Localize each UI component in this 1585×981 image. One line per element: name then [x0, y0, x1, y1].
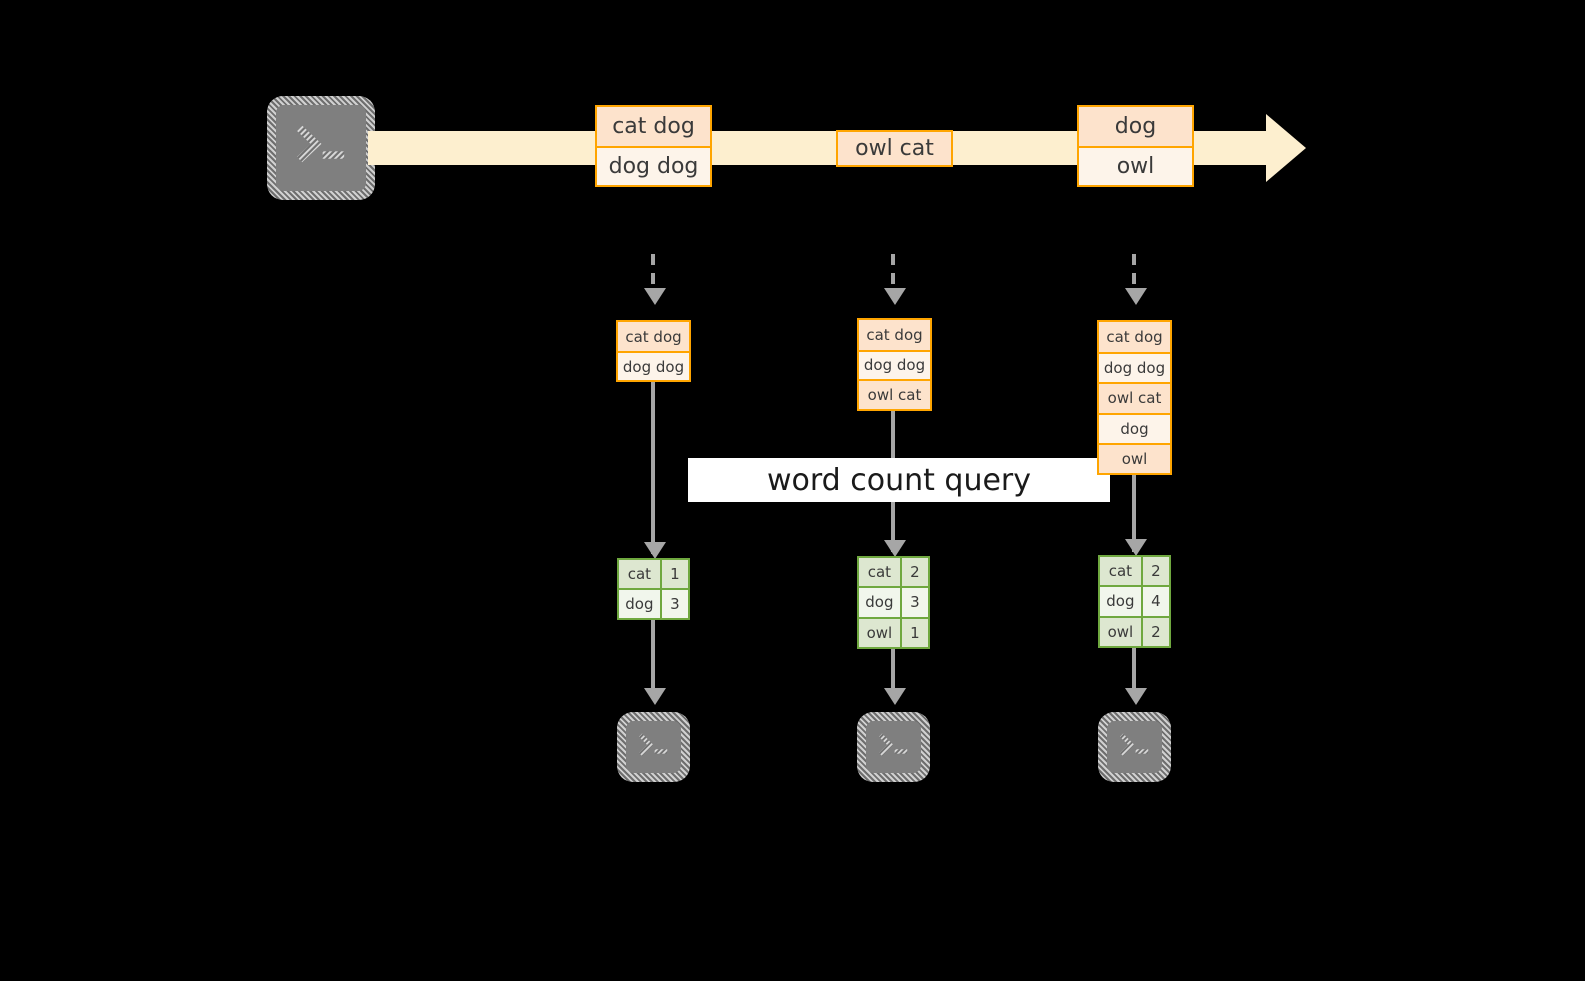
stage-1-result-row-2-word: dog [619, 590, 662, 618]
stage-3-output-line [1132, 648, 1136, 692]
dashed-connector-3 [1132, 254, 1136, 290]
stage-3-result-row-1-word: cat [1100, 557, 1143, 586]
stage-3-result-row-3: owl 2 [1100, 615, 1169, 646]
stage-3-consumer-terminal-icon [1098, 712, 1171, 782]
stage-2-input-line-3: owl cat [859, 379, 930, 409]
stage-3-input-line-5: owl [1099, 442, 1170, 473]
stage-2-input-line-2: dog dog [859, 349, 930, 380]
stage-2-query-arrowhead [884, 540, 906, 557]
stage-1-input-box: cat dog dog dog [616, 320, 691, 382]
dashed-connector-3-arrowhead [1125, 288, 1147, 305]
dashed-connector-1 [651, 254, 655, 290]
stage-2-result-row-2: dog 3 [859, 586, 928, 617]
query-band [688, 458, 1110, 502]
stage-1-output-arrowhead [644, 688, 666, 705]
event-stream-arrowhead [1266, 114, 1306, 182]
stream-message-1-line-2: dog dog [597, 146, 710, 185]
stage-1-result-row-1-word: cat [619, 560, 662, 588]
stage-2-result-row-2-count: 3 [901, 588, 928, 617]
stage-2-input-box: cat dog dog dog owl cat [857, 318, 932, 411]
stage-2-result-table: cat 2 dog 3 owl 1 [857, 556, 930, 649]
producer-terminal-icon [267, 96, 375, 200]
dashed-connector-2-arrowhead [884, 288, 906, 305]
stream-message-3-line-1: dog [1079, 107, 1192, 146]
stage-2-result-row-3-word: owl [859, 618, 902, 647]
stage-2-terminal-prompt-glyph [878, 733, 908, 757]
stage-1-query-line [651, 382, 655, 554]
stream-message-1: cat dog dog dog [595, 105, 712, 187]
stage-1-result-row-1-count: 1 [661, 560, 688, 588]
stage-2-result-row-1-word: cat [859, 558, 902, 587]
stage-3-result-row-3-count: 2 [1142, 617, 1169, 646]
stage-3-result-row-1: cat 2 [1100, 557, 1169, 586]
stage-2-result-row-2-word: dog [859, 588, 902, 617]
dashed-connector-2 [891, 254, 895, 290]
stream-message-2-line-1: owl cat [838, 132, 951, 165]
stage-1-query-arrowhead [644, 542, 666, 559]
stage-1-consumer-terminal-icon [617, 712, 690, 782]
stage-3-input-line-3: owl cat [1099, 382, 1170, 413]
stage-1-terminal-prompt-glyph [638, 733, 668, 757]
stage-1-result-row-1: cat 1 [619, 560, 688, 588]
stage-2-result-row-1-count: 2 [901, 558, 928, 587]
stage-1-result-row-2: dog 3 [619, 588, 688, 618]
stage-2-output-line [891, 649, 895, 692]
stage-1-input-line-2: dog dog [618, 351, 689, 380]
stage-3-result-row-2-word: dog [1100, 587, 1143, 616]
stage-2-input-line-1: cat dog [859, 320, 930, 350]
stream-message-3-line-2: owl [1079, 146, 1192, 185]
stream-message-1-line-1: cat dog [597, 107, 710, 146]
stage-3-input-line-2: dog dog [1099, 352, 1170, 383]
stage-1-output-line [651, 620, 655, 692]
stage-3-result-row-2: dog 4 [1100, 585, 1169, 616]
stage-1-input-line-1: cat dog [618, 322, 689, 351]
query-label: word count query [766, 462, 1032, 498]
stream-message-3: dog owl [1077, 105, 1194, 187]
stage-3-output-arrowhead [1125, 688, 1147, 705]
stage-2-result-row-1: cat 2 [859, 558, 928, 587]
stage-3-input-box: cat dog dog dog owl cat dog owl [1097, 320, 1172, 475]
stage-3-input-line-1: cat dog [1099, 322, 1170, 353]
stage-3-terminal-prompt-glyph [1119, 733, 1149, 757]
stage-3-query-arrowhead [1125, 539, 1147, 556]
stage-3-result-table: cat 2 dog 4 owl 2 [1098, 555, 1171, 648]
stage-2-result-row-3: owl 1 [859, 616, 928, 647]
dashed-connector-1-arrowhead [644, 288, 666, 305]
stage-3-query-line [1132, 475, 1136, 552]
stage-3-result-row-2-count: 4 [1142, 587, 1169, 616]
stage-1-result-table: cat 1 dog 3 [617, 558, 690, 620]
terminal-prompt-glyph [296, 125, 345, 163]
stage-2-output-arrowhead [884, 688, 906, 705]
stage-3-result-row-3-word: owl [1100, 617, 1143, 646]
stage-2-result-row-3-count: 1 [901, 618, 928, 647]
stage-3-result-row-1-count: 2 [1142, 557, 1169, 586]
stage-3-input-line-4: dog [1099, 412, 1170, 443]
stage-1-result-row-2-count: 3 [661, 590, 688, 618]
stream-message-2: owl cat [836, 130, 953, 167]
stage-2-consumer-terminal-icon [857, 712, 930, 782]
